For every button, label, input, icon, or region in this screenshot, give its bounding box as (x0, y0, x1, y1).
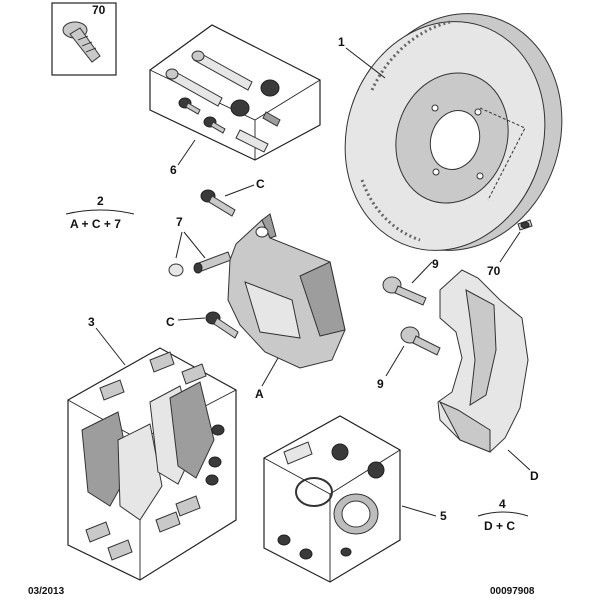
bleed-screw-label: 7 (176, 215, 183, 229)
brake-disc (344, 13, 563, 251)
bolt-c-mid-leader (177, 317, 206, 321)
bleed-cap-icon (168, 263, 184, 277)
seal-kit-box (263, 415, 401, 583)
guide-bolt-bottom-leader (385, 345, 405, 377)
footer-ref: 00097908 (490, 586, 535, 597)
pin-kit-label: 6 (170, 163, 177, 177)
screw-inset: 70 (51, 2, 117, 76)
guide-bolt-top-label: 9 (432, 257, 439, 271)
seal-kit-contents-icon (277, 441, 385, 560)
pin-kit-leader (177, 139, 196, 166)
grease-tube-icon (235, 111, 281, 153)
caliper-group: 4 D + C (477, 497, 529, 533)
bleed-screw-leader-a (175, 231, 183, 259)
bolt-c-top-icon (200, 189, 236, 217)
brake-pad-icon (81, 381, 215, 521)
pad-kit-group-label: 2 (97, 194, 104, 208)
pads-box-leader (95, 327, 126, 366)
bracket-leader (507, 449, 531, 471)
disc-screw-icon (517, 219, 533, 231)
screw-icon (62, 21, 101, 63)
pad-kit-group: 2 A + C + 7 (65, 194, 135, 231)
pin-kit-box (149, 24, 321, 161)
caliper-group-formula: D + C (484, 519, 515, 533)
guide-bolt-bottom-label: 9 (377, 377, 384, 391)
bleed-screw-icon (193, 251, 232, 274)
disc-label: 1 (338, 35, 345, 49)
caliper-group-label: 4 (499, 497, 506, 511)
caliper-leader (261, 357, 279, 387)
footer-date: 03/2013 (28, 586, 65, 597)
bleed-screw-leader-b (183, 231, 206, 259)
seal-kit-leader (401, 505, 437, 517)
seal-kit-label: 5 (440, 509, 447, 523)
caliper-label: A (255, 387, 264, 401)
bolt-icon (178, 97, 226, 134)
pad-bolt-icon (205, 424, 225, 486)
guide-bolt-bottom-icon (400, 326, 441, 356)
guide-pin-icon (165, 50, 253, 107)
screw-inset-label: 70 (92, 3, 106, 17)
screw-inset-frame (51, 2, 117, 76)
bolt-c-top-leader (224, 184, 255, 197)
guide-bolt-top-leader (411, 261, 433, 284)
bushing-icon (230, 79, 280, 117)
pads-box-label: 3 (88, 315, 95, 329)
pad-kit-group-formula: A + C + 7 (70, 217, 121, 231)
pads-box (67, 347, 237, 581)
pad-clip-icon (85, 351, 207, 561)
disc-screw-leader (499, 231, 521, 263)
bolt-c-top-label: C (256, 177, 265, 191)
disc-leader (345, 47, 386, 79)
caliper-icon (227, 213, 346, 369)
bracket-label: D (530, 469, 539, 483)
bolt-c-mid-icon (205, 311, 239, 339)
bolt-c-mid-label: C (166, 315, 175, 329)
bracket-icon (437, 269, 529, 453)
disc-screw-label: 70 (487, 264, 501, 278)
guide-bolt-top-icon (382, 276, 427, 306)
